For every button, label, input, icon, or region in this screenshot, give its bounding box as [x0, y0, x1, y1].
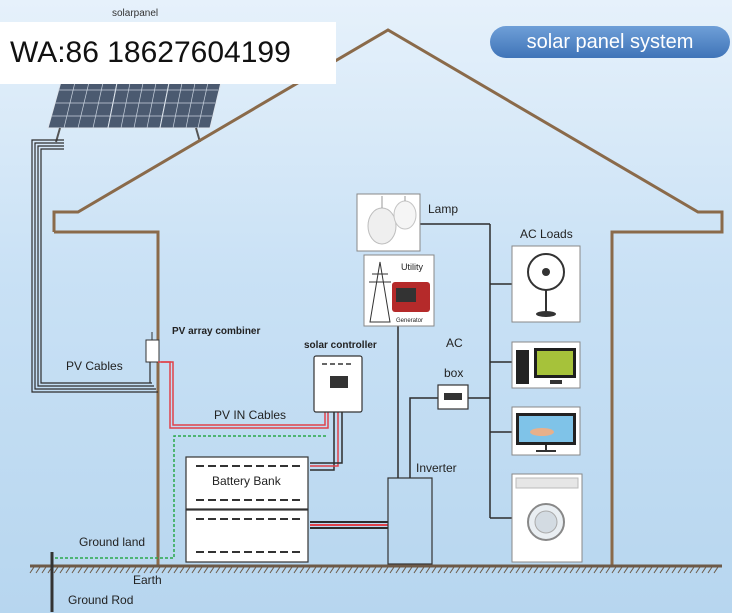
utility-generator-icon	[363, 254, 435, 327]
controller-battery-cables	[310, 412, 343, 471]
ac-box	[437, 384, 469, 410]
label-ac-loads: AC Loads	[520, 227, 573, 241]
label-generator: Generator	[396, 318, 424, 324]
label-solar-controller: solar controller	[304, 340, 377, 351]
label-utility: Utility	[401, 262, 423, 272]
label-ground-land: Ground land	[79, 535, 146, 549]
label-ac: AC	[446, 336, 463, 350]
tv-icon	[511, 406, 581, 456]
battery-inverter-cables	[310, 521, 388, 529]
top-caption: solarpanel	[112, 8, 159, 19]
label-ground-rod: Ground Rod	[68, 593, 134, 607]
fan-icon	[511, 245, 581, 323]
label-inverter: Inverter	[416, 461, 457, 475]
pv-cables	[31, 139, 158, 393]
label-lamp: Lamp	[428, 202, 459, 216]
inverter-box	[387, 477, 433, 565]
pv-array-combiner-box	[145, 332, 160, 363]
lamp-icon	[356, 193, 421, 252]
title-badge: solar panel system	[490, 26, 730, 58]
label-pv-cables: PV Cables	[66, 359, 123, 373]
solar-controller-device	[313, 355, 363, 413]
computer-icon	[511, 341, 581, 389]
solar-panel-array	[47, 77, 223, 143]
label-pv-in-cables: PV IN Cables	[214, 408, 287, 422]
house-outline	[52, 28, 724, 565]
label-pv-array-combiner: PV array combiner	[172, 326, 261, 337]
washing-machine-icon	[511, 473, 583, 563]
label-earth: Earth	[133, 573, 162, 587]
battery-bank-device	[185, 456, 309, 563]
load-wiring	[397, 223, 512, 519]
label-battery-bank: Battery Bank	[212, 474, 281, 488]
pv-in-cables	[158, 361, 329, 429]
ground-cable	[52, 435, 326, 559]
contact-banner: WA:86 18627604199	[0, 22, 336, 84]
earth-ground-line	[29, 564, 722, 574]
label-box: box	[444, 366, 464, 380]
